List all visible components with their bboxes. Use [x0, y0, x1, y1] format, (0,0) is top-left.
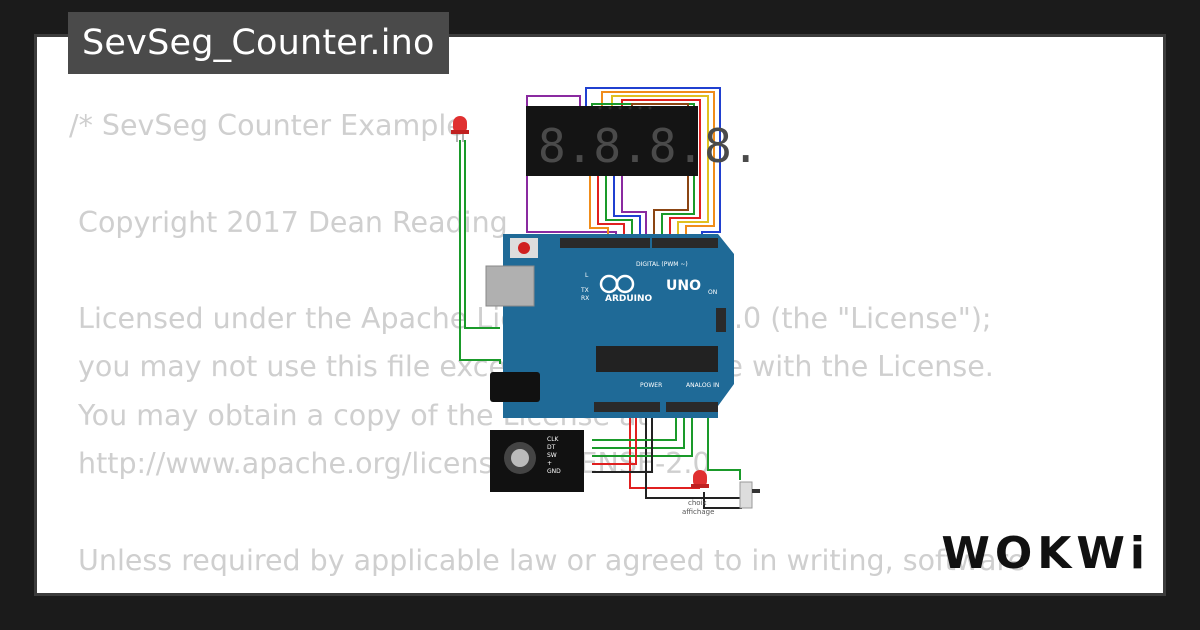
power-header [594, 402, 660, 412]
reset-button[interactable] [518, 242, 530, 254]
seven-segment-display[interactable]: 8.8.8.8. [526, 106, 760, 176]
atmega-chip [596, 346, 718, 372]
wire-red [621, 99, 701, 240]
encoder-pin-sw: SW [547, 452, 557, 459]
wire-green-enc2 [592, 405, 685, 449]
led-on-label: ON [708, 289, 717, 296]
wire-green-led-2 [464, 140, 500, 329]
wire-green-led [459, 140, 501, 364]
wire-black-gnd [645, 405, 740, 499]
code-line: Unless required by applicable law or agr… [69, 543, 1026, 577]
wire-red-bottom [597, 172, 625, 240]
wire-red-enc [592, 405, 637, 465]
project-title[interactable]: SevSeg_Counter.ino [68, 12, 449, 74]
power-jack [490, 372, 540, 402]
digital-header-left [560, 238, 650, 248]
wire-blue-bottom [613, 172, 641, 240]
wire-green-bottom [605, 172, 633, 240]
wire-yellow [611, 95, 709, 240]
switch-label-2: affichage [682, 508, 714, 516]
rotary-encoder[interactable]: CLK DT SW + GND [490, 430, 584, 492]
digital-label: DIGITAL (PWM ~) [636, 261, 688, 268]
code-line: Copyright 2017 Dean Reading [69, 205, 508, 239]
arduino-uno-board[interactable]: ARDUINO UNO DIGITAL (PWM ~) POWER ANALOG… [485, 234, 734, 418]
analog-header [666, 402, 718, 412]
encoder-pin-gnd: GND [547, 468, 561, 475]
display-digits: 8.8.8.8. [538, 119, 760, 173]
digital-header-right [652, 238, 718, 248]
wire-orange [601, 91, 715, 240]
encoder-pin-dt: DT [547, 444, 556, 451]
wire-red-power [629, 405, 700, 489]
led-rx-label: RX [581, 295, 589, 302]
encoder-knob-icon [511, 449, 529, 467]
wire-blue [585, 87, 721, 240]
wire-purple-bottom [621, 172, 647, 240]
display-pins-top [598, 106, 652, 110]
code-line: /* SevSeg Counter Example [69, 109, 464, 142]
icsp-header [716, 308, 726, 332]
wire-black-led2 [703, 492, 742, 509]
wire-purple-2 [526, 177, 617, 240]
code-line: distributed under the License is distrib… [69, 585, 1163, 593]
encoder-pin-plus: + [547, 460, 552, 467]
slide-switch[interactable]: choix affichage [682, 481, 760, 516]
encoder-pin-clk: CLK [547, 436, 560, 443]
wire-black-enc [592, 405, 653, 473]
switch-label-1: choix [688, 499, 707, 507]
power-label: POWER [640, 382, 662, 389]
wire-green-enc3 [592, 405, 693, 457]
led-l-label: L [585, 272, 589, 279]
wire-green-switch [707, 405, 741, 480]
arduino-brand: ARDUINO [605, 294, 653, 304]
led-top[interactable] [451, 116, 469, 142]
led-tx-label: TX [580, 287, 589, 294]
led-bottom[interactable] [691, 470, 709, 488]
usb-port [485, 265, 535, 307]
wokwi-logo: WOKWi [941, 528, 1150, 579]
analog-label: ANALOG IN [686, 382, 719, 389]
arduino-model: UNO [666, 278, 701, 294]
